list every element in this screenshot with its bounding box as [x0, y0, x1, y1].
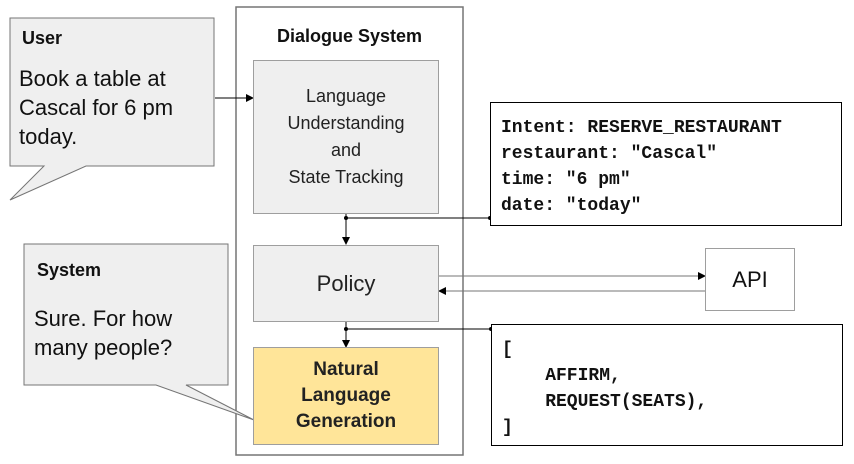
user-text-line: today. — [19, 124, 78, 149]
state-line: time: "6 pm" — [501, 170, 631, 190]
action-line: AFFIRM, — [502, 366, 621, 386]
nlg-module: Natural Language Generation — [253, 347, 439, 445]
nlu-label-line: Language — [305, 86, 387, 106]
state-line: date: "today" — [501, 196, 642, 216]
user-bubble-shape — [9, 17, 215, 201]
system-text-line: Sure. For how — [34, 306, 173, 331]
state-line: Intent: RESERVE_RESTAURANT — [501, 118, 782, 138]
state-line: restaurant: "Cascal" — [501, 144, 718, 164]
user-text-line: Book a table at — [19, 66, 166, 91]
policy-module: Policy — [253, 245, 439, 322]
action-line: REQUEST(SEATS), — [502, 392, 708, 412]
system-bubble-text: Sure. For how many people? — [34, 304, 172, 362]
user-bubble-title: User — [22, 28, 63, 48]
nlg-label-line: Natural — [313, 359, 379, 380]
user-bubble-text: Book a table at Cascal for 6 pm today. — [19, 64, 173, 151]
system-bubble-title: System — [37, 260, 102, 280]
nlu-module: Language Understanding and State Trackin… — [253, 60, 439, 214]
api-label: API — [732, 266, 768, 292]
action-line: [ — [502, 340, 513, 360]
policy-label: Policy — [316, 270, 376, 296]
state-output-box: Intent: RESERVE_RESTAURANT restaurant: "… — [490, 102, 842, 226]
api-box: API — [705, 248, 795, 311]
actions-branch-dot — [344, 327, 348, 331]
dialogue-system-title: Dialogue System — [276, 26, 423, 46]
system-text-line: many people? — [34, 335, 173, 360]
system-bubble-shape — [23, 243, 255, 421]
dialogue-system-frame — [235, 6, 464, 456]
nlu-label-line: Understanding — [287, 113, 405, 133]
nlg-label-line: Language — [301, 385, 391, 406]
nlu-label-line: State Tracking — [288, 167, 404, 187]
user-text-line: Cascal for 6 pm — [19, 95, 174, 120]
nlu-label-line: and — [330, 140, 362, 160]
actions-output-box: [ AFFIRM, REQUEST(SEATS), ] — [491, 324, 843, 446]
nlg-label-line: Generation — [295, 411, 397, 432]
state-branch-dot — [344, 216, 348, 220]
action-line: ] — [502, 418, 513, 438]
